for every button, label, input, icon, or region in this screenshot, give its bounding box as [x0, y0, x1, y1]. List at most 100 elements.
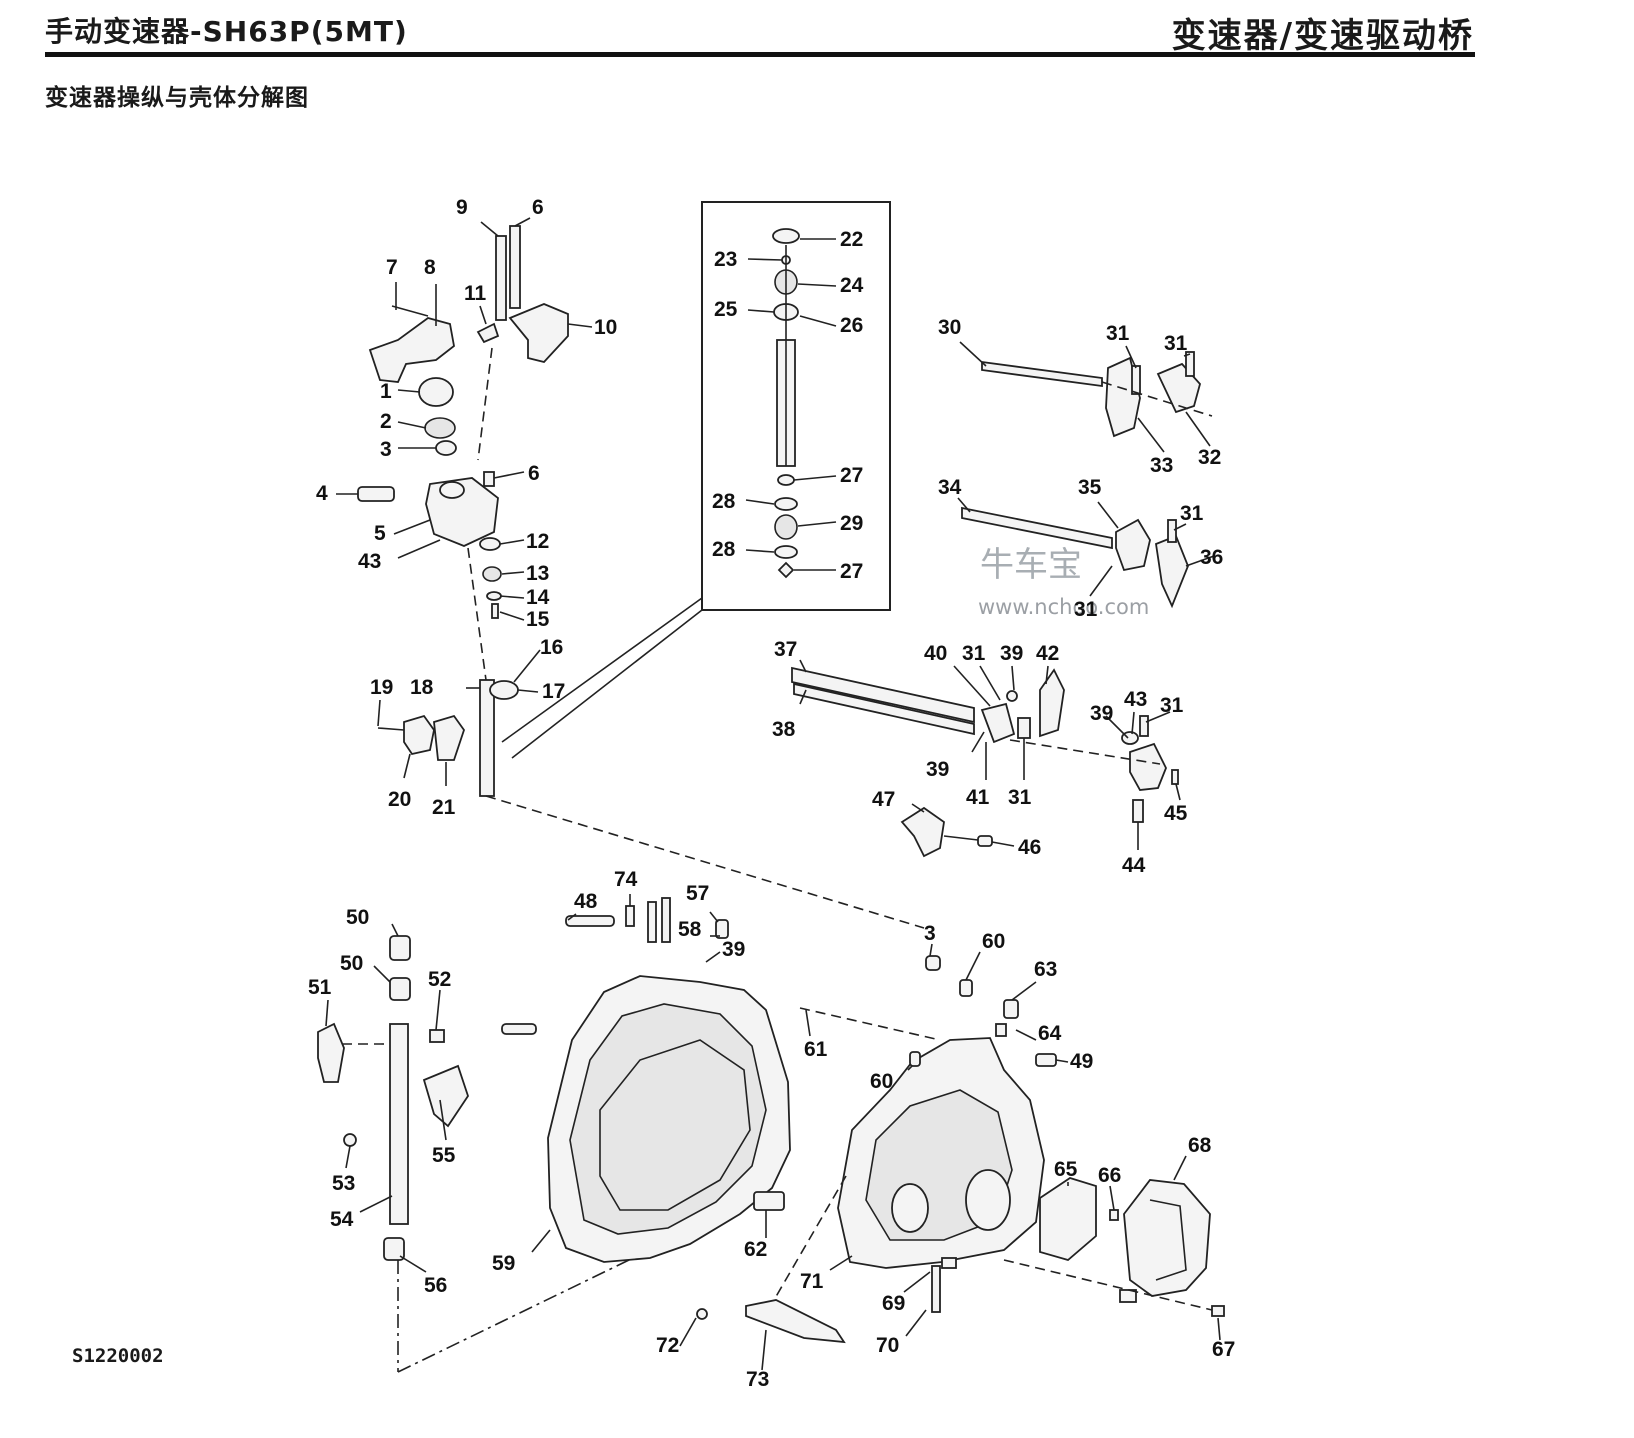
callout-label: 46 [1018, 836, 1041, 859]
shift-rail-37 [791, 666, 1179, 823]
callout-label: 23 [714, 248, 737, 271]
callout-label: 39 [1090, 702, 1113, 725]
callout-label: 29 [840, 512, 863, 535]
callout-label: 70 [876, 1334, 899, 1357]
callout-leaders [325, 217, 1221, 1371]
callout-label: 62 [744, 1238, 767, 1261]
callout-label: 31 [1160, 694, 1184, 717]
clutch-housing [501, 897, 941, 1263]
callout-label: 52 [428, 968, 451, 991]
callout-label: 54 [330, 1208, 354, 1231]
callout-label: 28 [712, 490, 736, 513]
shift-rail-34 [961, 506, 1189, 609]
callout-label: 14 [526, 586, 550, 609]
callout-label: 27 [840, 560, 863, 583]
callout-label: 53 [332, 1172, 355, 1195]
callout-label: 40 [924, 642, 947, 665]
bracket-47 [900, 806, 993, 858]
callout-label: 3 [380, 438, 392, 461]
callout-label: 60 [870, 1070, 893, 1093]
callout-label: 18 [410, 676, 434, 699]
callout-label: 68 [1188, 1134, 1212, 1157]
callout-label: 39 [722, 938, 745, 961]
callout-label: 1 [380, 380, 392, 403]
callout-label: 48 [574, 890, 598, 913]
select-shaft-assembly [377, 679, 925, 929]
callout-label: 30 [938, 316, 961, 339]
shift-tower-assembly [357, 225, 569, 681]
page-subtitle: 变速器操纵与壳体分解图 [45, 85, 309, 111]
callout-label: 31 [1180, 502, 1204, 525]
callout-label: 26 [840, 314, 863, 337]
callout-label: 12 [526, 530, 549, 553]
callout-label: 37 [774, 638, 797, 661]
callout-label: 20 [388, 788, 411, 811]
watermark-brand: 牛车宝 [980, 545, 1082, 585]
callout-label: 22 [840, 228, 863, 251]
callout-label: 8 [424, 256, 436, 279]
callout-label: 3 [924, 922, 936, 945]
header-rule [45, 52, 1475, 57]
callout-label: 6 [528, 462, 540, 485]
callout-label: 15 [526, 608, 550, 631]
header-right-title: 变速器/变速驱动桥 [1171, 16, 1474, 56]
callout-label: 33 [1150, 454, 1173, 477]
callout-label: 56 [424, 1274, 447, 1297]
callout-label: 60 [982, 930, 1005, 953]
transmission-case [696, 955, 1225, 1344]
callout-label: 72 [656, 1334, 679, 1357]
callout-label: 32 [1198, 446, 1221, 469]
callout-label: 31 [1008, 786, 1032, 809]
callout-label: 5 [374, 522, 386, 545]
callout-label: 61 [804, 1038, 828, 1061]
callout-label: 25 [714, 298, 738, 321]
callout-label: 31 [1106, 322, 1130, 345]
header-left-title: 手动变速器-SH63P(5MT) [45, 15, 408, 48]
callout-label: 19 [370, 676, 393, 699]
callout-label: 17 [542, 680, 565, 703]
callout-label: 55 [432, 1144, 456, 1167]
callout-label: 50 [346, 906, 369, 929]
callout-label: 6 [532, 196, 544, 219]
callout-label: 4 [316, 482, 328, 505]
callout-label: 74 [614, 868, 638, 891]
callout-label: 31 [1164, 332, 1188, 355]
callout-label: 16 [540, 636, 563, 659]
callout-label: 58 [678, 918, 702, 941]
clutch-fork-shaft [317, 935, 663, 1373]
callout-label: 71 [800, 1270, 824, 1293]
callout-label: 59 [492, 1252, 515, 1275]
watermark-url: www.nchoo.com [978, 595, 1149, 619]
callout-label: 39 [1000, 642, 1023, 665]
figure-code: S1220002 [72, 1345, 164, 1367]
callout-label: 13 [526, 562, 549, 585]
callout-label: 35 [1078, 476, 1102, 499]
callout-label: 9 [456, 196, 468, 219]
callout-label: 43 [1124, 688, 1147, 711]
callout-label: 65 [1054, 1158, 1078, 1181]
callout-label: 34 [938, 476, 962, 499]
callout-label: 28 [712, 538, 736, 561]
callout-label: 24 [840, 274, 864, 297]
callout-label: 45 [1164, 802, 1188, 825]
callout-label: 31 [962, 642, 986, 665]
shift-rail-30 [981, 351, 1213, 438]
callout-label: 41 [966, 786, 990, 809]
callout-label: 73 [746, 1368, 769, 1391]
callout-label: 63 [1034, 958, 1057, 981]
callout-label: 67 [1212, 1338, 1235, 1361]
callout-label: 50 [340, 952, 363, 975]
callout-label: 47 [872, 788, 895, 811]
callout-label: 36 [1200, 546, 1223, 569]
callout-label: 10 [594, 316, 617, 339]
callout-label: 43 [358, 550, 381, 573]
callout-label: 31 [1074, 598, 1098, 621]
callout-label: 21 [432, 796, 456, 819]
callout-label: 38 [772, 718, 796, 741]
callout-label: 57 [686, 882, 709, 905]
callout-label: 49 [1070, 1050, 1093, 1073]
callout-label: 39 [926, 758, 949, 781]
callout-label: 2 [380, 410, 392, 433]
callout-label: 44 [1122, 854, 1146, 877]
